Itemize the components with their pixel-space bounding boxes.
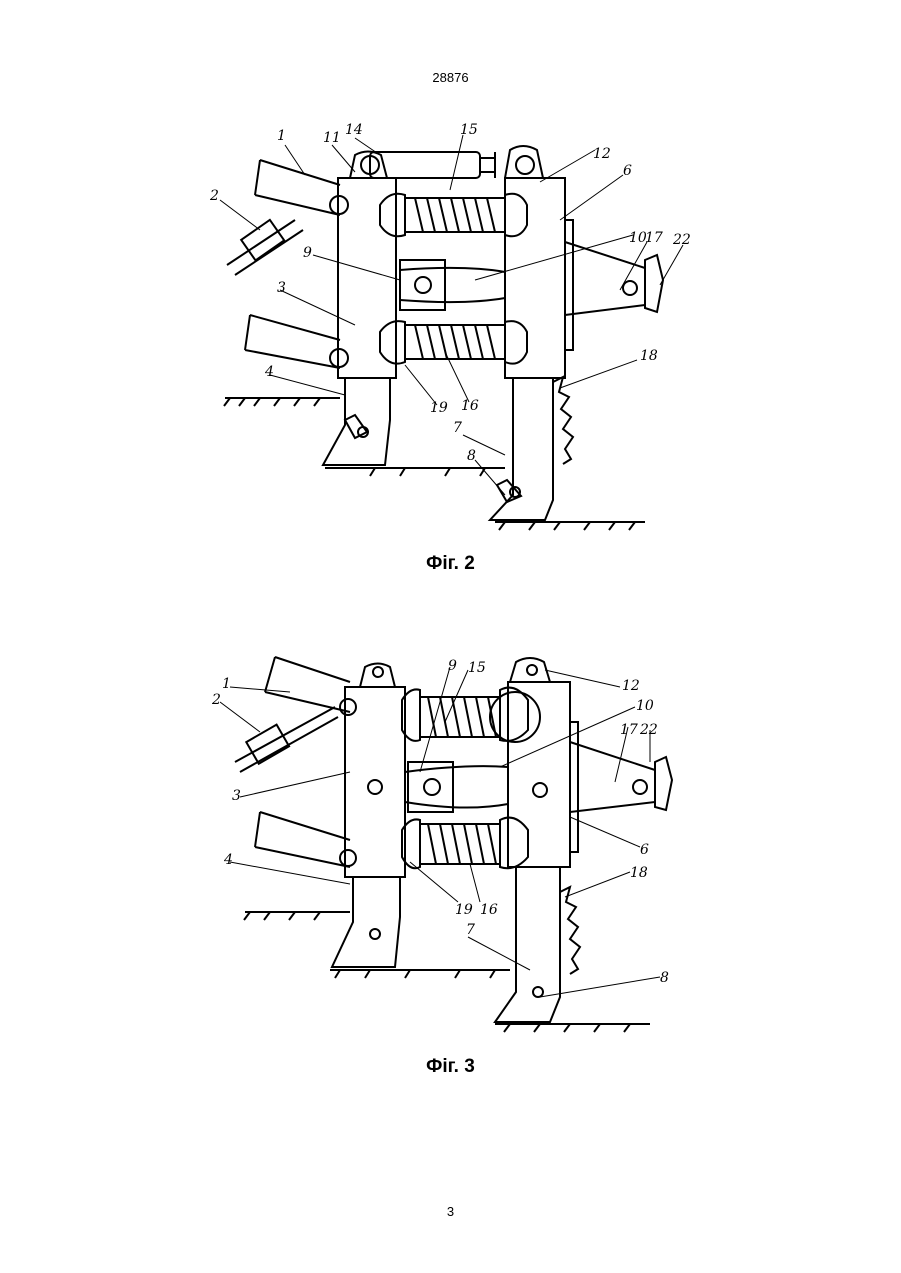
svg-text:17: 17	[620, 722, 638, 738]
svg-text:19: 19	[455, 902, 473, 918]
svg-text:17: 17	[645, 230, 663, 246]
svg-text:3: 3	[277, 280, 286, 296]
page-number: 3	[0, 1204, 901, 1219]
svg-text:10: 10	[636, 698, 654, 714]
svg-text:8: 8	[660, 970, 669, 986]
svg-text:12: 12	[622, 678, 640, 694]
svg-text:8: 8	[467, 448, 476, 464]
figure-2-caption: Фіг. 2	[0, 553, 901, 575]
svg-text:14: 14	[345, 122, 363, 138]
svg-text:6: 6	[640, 842, 649, 858]
svg-text:19: 19	[430, 400, 448, 416]
svg-text:7: 7	[453, 420, 462, 436]
svg-text:18: 18	[630, 865, 648, 881]
svg-text:16: 16	[461, 398, 479, 414]
svg-text:18: 18	[640, 348, 658, 364]
figure-2-drawing: 11114 15126 2910 17223 18419 1678	[205, 120, 693, 538]
svg-text:2: 2	[209, 188, 219, 204]
svg-text:11: 11	[323, 130, 341, 146]
svg-text:12: 12	[593, 146, 611, 162]
svg-text:4: 4	[223, 852, 233, 868]
svg-text:9: 9	[448, 658, 457, 674]
svg-text:15: 15	[460, 122, 478, 138]
document-number: 28876	[0, 70, 901, 85]
svg-text:22: 22	[672, 232, 691, 248]
svg-text:7: 7	[466, 922, 475, 938]
svg-text:6: 6	[623, 163, 632, 179]
svg-text:3: 3	[232, 788, 241, 804]
svg-text:16: 16	[480, 902, 498, 918]
svg-text:22: 22	[639, 722, 658, 738]
svg-text:1: 1	[222, 676, 231, 692]
svg-text:9: 9	[303, 245, 312, 261]
figure-3-drawing: 9 15 12 1 10 2 1722 3 6 18 4 19 16 7 8	[210, 652, 690, 1042]
svg-text:15: 15	[468, 660, 486, 676]
svg-text:4: 4	[264, 364, 274, 380]
svg-text:2: 2	[211, 692, 221, 708]
svg-text:1: 1	[277, 128, 286, 144]
figure-3-caption: Фіг. 3	[0, 1056, 901, 1078]
